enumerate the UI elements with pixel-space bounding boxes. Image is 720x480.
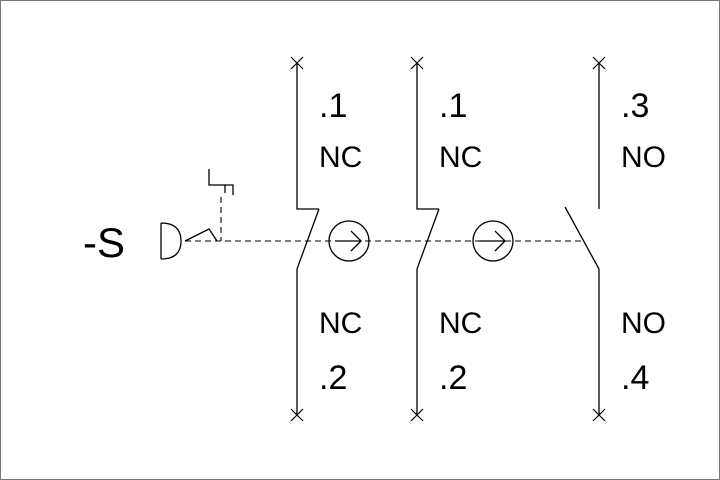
bottom-contact-type: NC: [439, 307, 482, 340]
detent-mechanism-icon: [184, 169, 234, 242]
terminal-cross-icon: [410, 56, 424, 70]
direction-arrow-icon: [328, 220, 370, 262]
bottom-terminal-number: .2: [439, 359, 467, 397]
pushbutton-actuator-icon: [160, 222, 182, 260]
contact-3-no: .3 NO NO .4: [564, 56, 666, 422]
terminal-cross-icon: [592, 56, 606, 70]
mechanical-linkage: [185, 197, 583, 242]
top-terminal-number: .1: [319, 87, 347, 125]
top-contact-type: NO: [621, 141, 666, 174]
terminal-cross-icon: [592, 408, 606, 422]
terminal-cross-icon: [290, 408, 304, 422]
bottom-contact-type: NC: [319, 307, 362, 340]
contact-2-nc: .1 NC NC .2: [410, 56, 482, 422]
top-contact-type: NC: [439, 141, 482, 174]
top-contact-type: NC: [319, 141, 362, 174]
terminal-cross-icon: [290, 56, 304, 70]
bottom-terminal-number: .4: [621, 359, 649, 397]
terminal-cross-icon: [410, 408, 424, 422]
direction-arrow-icon: [472, 220, 514, 262]
device-label: -S: [83, 219, 125, 266]
top-terminal-number: .1: [439, 87, 467, 125]
contact-1-nc: .1 NC NC .2: [290, 56, 362, 422]
bottom-contact-type: NO: [621, 307, 666, 340]
bottom-terminal-number: .2: [319, 359, 347, 397]
top-terminal-number: .3: [621, 87, 649, 125]
